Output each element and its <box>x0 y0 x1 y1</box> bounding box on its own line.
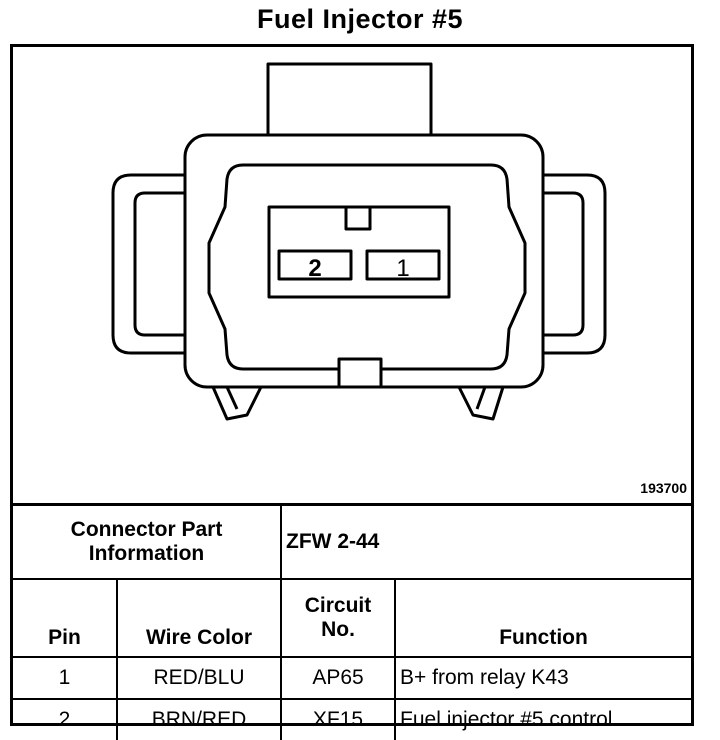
inner-housing <box>207 163 527 371</box>
table-header-row: Pin Wire Color Circuit No. Function <box>13 578 692 658</box>
connector-part-value: ZFW 2-44 <box>280 503 692 580</box>
left-leg <box>211 386 263 421</box>
pin-1-label: 1 <box>396 255 409 282</box>
left-leg-inner <box>225 386 239 410</box>
connector-part-row: Connector Part Information ZFW 2-44 <box>13 503 692 580</box>
pin-cell: 1 <box>13 656 118 700</box>
table-row: 1 RED/BLU AP65 B+ from relay K43 <box>13 656 692 700</box>
connector-part-label: Connector Part Information <box>13 503 283 580</box>
right-leg <box>457 386 505 421</box>
table-row: 2 BRN/RED XF15 Fuel injector #5 control <box>13 698 692 740</box>
connector-body <box>183 133 545 389</box>
pin-cell: 2 <box>13 698 118 740</box>
right-ear <box>541 173 607 355</box>
header-circuit: Circuit No. <box>280 578 397 658</box>
left-ear-inner <box>133 191 187 337</box>
circuit-cell: AP65 <box>280 656 397 700</box>
right-ear-inner <box>541 191 585 337</box>
reference-number: 193700 <box>640 480 687 496</box>
header-pin: Pin <box>13 578 118 658</box>
left-ear <box>111 173 187 355</box>
bottom-key <box>337 357 383 389</box>
pinout-table: Connector Part Information ZFW 2-44 Pin … <box>13 503 692 740</box>
function-cell: B+ from relay K43 <box>394 656 692 700</box>
pin-2-terminal <box>277 249 353 281</box>
header-wire-color: Wire Color <box>115 578 283 658</box>
pin-1-terminal <box>365 249 441 281</box>
wire-color-cell: BRN/RED <box>115 698 283 740</box>
right-leg-inner <box>475 386 487 410</box>
wire-color-cell: RED/BLU <box>115 656 283 700</box>
latch-tab <box>266 62 433 146</box>
header-function: Function <box>394 578 692 658</box>
circuit-cell: XF15 <box>280 698 397 740</box>
function-cell: Fuel injector #5 control <box>394 698 692 740</box>
page-title: Fuel Injector #5 <box>256 4 464 34</box>
connector-frame: 2 1 193700 Connector Part Information ZF… <box>10 44 694 740</box>
cavity-key <box>344 205 372 231</box>
pin-2-label: 2 <box>308 255 321 282</box>
connector-diagram: 2 1 <box>111 62 607 421</box>
